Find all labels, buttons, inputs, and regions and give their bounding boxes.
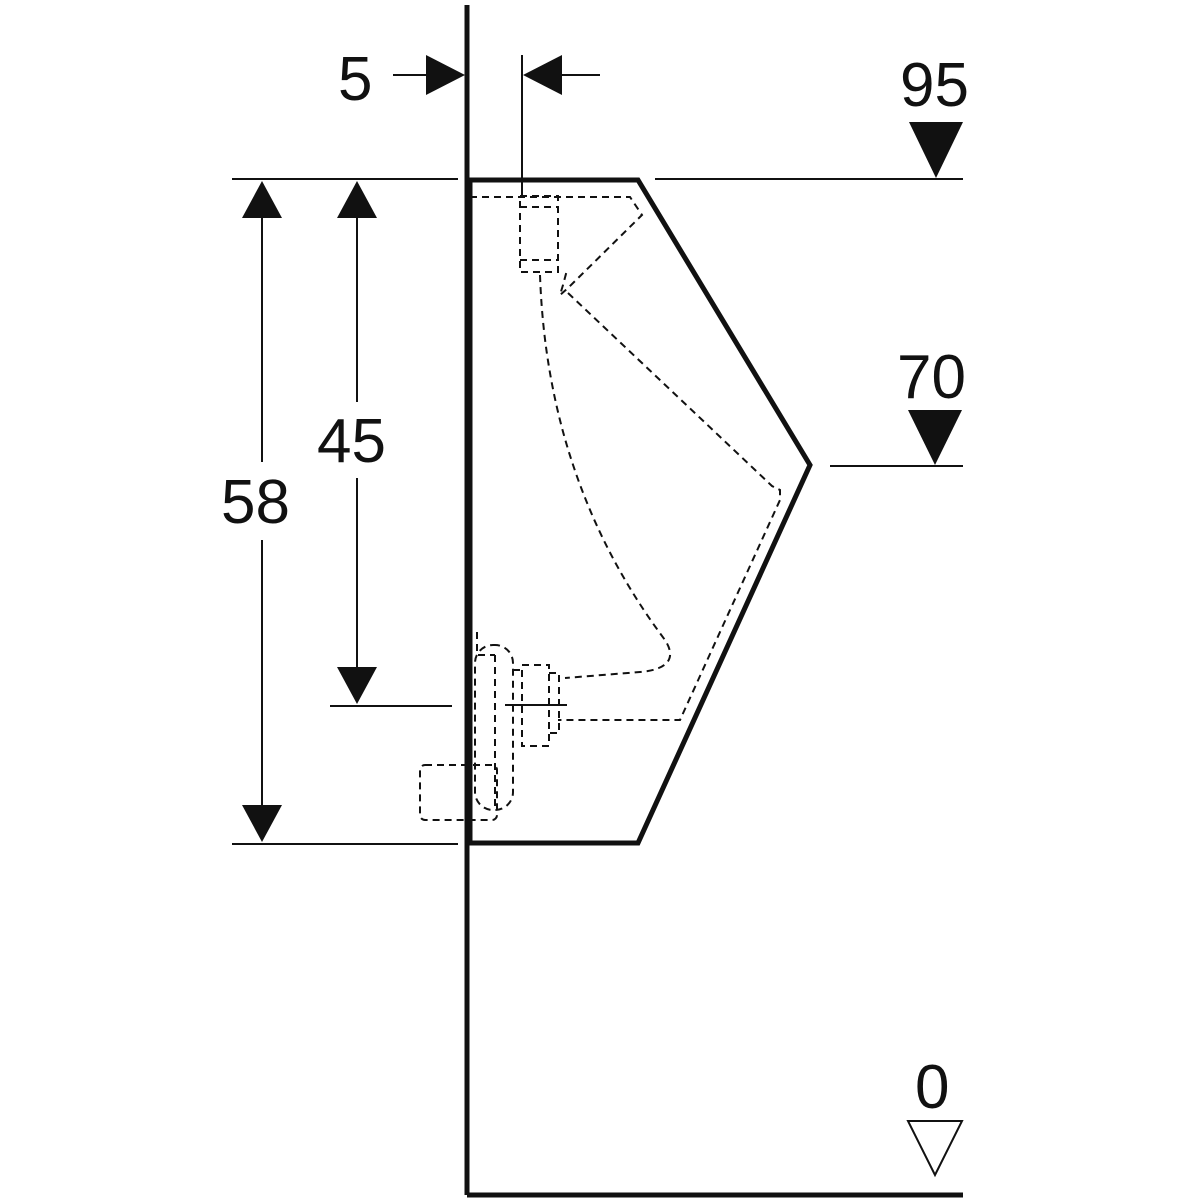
extension-lines bbox=[232, 178, 458, 845]
urinal-outline bbox=[467, 177, 813, 846]
body-height-dimension: 58 bbox=[221, 181, 290, 842]
bowl-outer-dashed bbox=[558, 292, 781, 721]
hidden-details bbox=[419, 55, 781, 821]
trap-connector-dashed bbox=[476, 632, 522, 810]
floor-marker-icon bbox=[906, 1120, 964, 1178]
offset-label: 5 bbox=[338, 45, 372, 114]
body-height-label: 58 bbox=[221, 468, 290, 537]
level-floor-label: 0 bbox=[915, 1053, 949, 1122]
drain-pipe-dashed bbox=[419, 764, 498, 821]
inlet-channel-dashed bbox=[470, 196, 644, 299]
level-top-label: 95 bbox=[900, 51, 969, 120]
arrowhead-icon bbox=[523, 55, 562, 95]
arrowhead-icon bbox=[242, 805, 282, 842]
arrowhead-icon bbox=[426, 55, 465, 95]
inlet-fitting-dashed bbox=[519, 195, 559, 273]
trap-body-dashed bbox=[474, 644, 514, 811]
level-mid: 70 bbox=[830, 343, 966, 467]
level-marker-icon bbox=[909, 122, 963, 178]
arrowhead-icon bbox=[337, 181, 377, 218]
mount-height-dimension: 45 bbox=[317, 181, 386, 704]
level-top: 95 bbox=[655, 51, 969, 180]
outlet-coupling-dashed bbox=[521, 664, 550, 747]
arrowhead-icon bbox=[337, 667, 377, 704]
level-floor: 0 bbox=[906, 1053, 964, 1178]
bowl-inner-dashed bbox=[539, 274, 671, 679]
offset-dimension: 5 bbox=[338, 45, 600, 114]
level-mid-label: 70 bbox=[897, 343, 966, 412]
mount-height-label: 45 bbox=[317, 407, 386, 476]
outlet-flange-dashed bbox=[548, 672, 560, 734]
wall-structure bbox=[464, 5, 963, 1198]
level-marker-icon bbox=[908, 410, 962, 465]
arrowhead-icon bbox=[242, 181, 282, 218]
